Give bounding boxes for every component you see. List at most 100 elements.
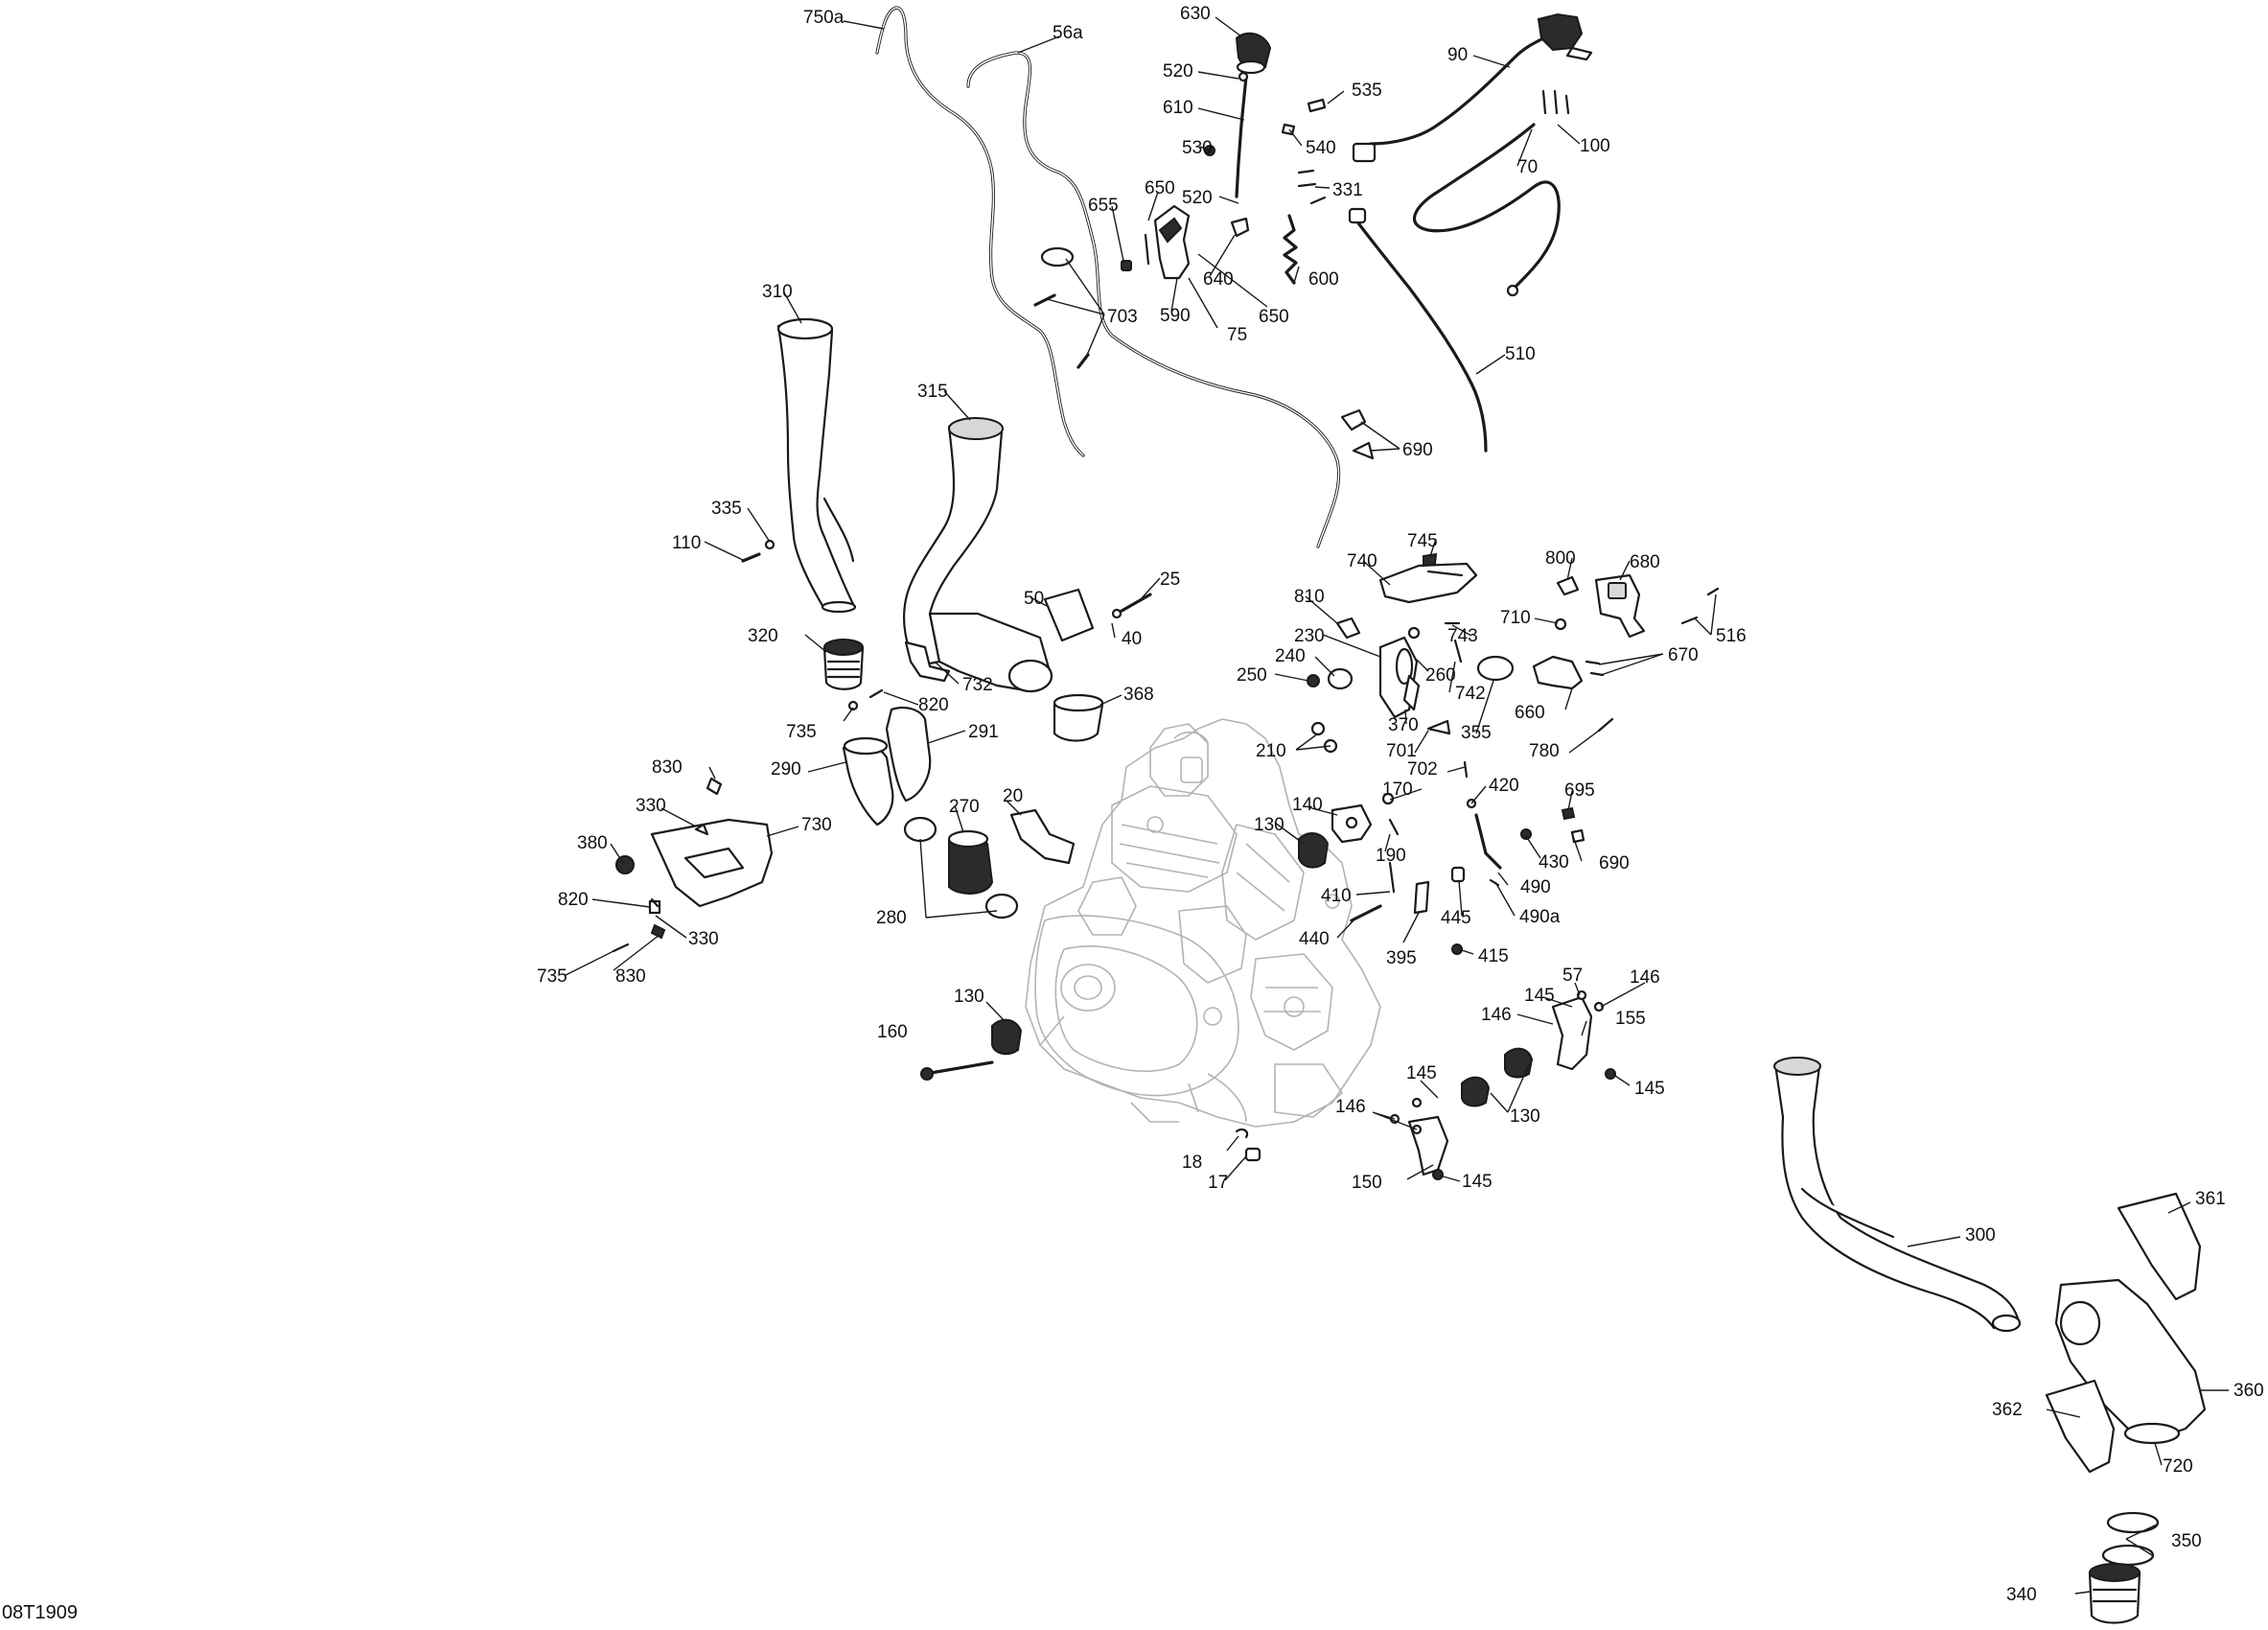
callout-690-upper: 690 <box>1402 440 1433 460</box>
callout-735-lower: 735 <box>537 966 567 987</box>
callout-750a: 750a <box>803 8 845 28</box>
callout-516: 516 <box>1716 626 1747 646</box>
callout-190: 190 <box>1376 846 1406 866</box>
callout-430: 430 <box>1539 852 1569 873</box>
callout-155: 155 <box>1615 1009 1646 1029</box>
callout-230: 230 <box>1294 626 1325 646</box>
callout-445: 445 <box>1441 908 1471 928</box>
callout-730: 730 <box>801 815 832 835</box>
callout-780: 780 <box>1529 741 1560 761</box>
callout-130-left: 130 <box>954 987 984 1007</box>
callout-50: 50 <box>1024 589 1044 609</box>
callout-540: 540 <box>1306 138 1336 158</box>
callout-360: 360 <box>2233 1381 2264 1401</box>
callout-490a: 490a <box>1519 907 1561 927</box>
callout-330-lower: 330 <box>688 929 719 949</box>
callout-145-lower: 145 <box>1462 1172 1493 1192</box>
callout-291: 291 <box>968 722 999 742</box>
callout-320: 320 <box>748 626 778 646</box>
callout-735-upper: 735 <box>786 722 817 742</box>
callout-100: 100 <box>1580 136 1610 156</box>
callout-56a: 56a <box>1053 23 1083 43</box>
callout-732: 732 <box>962 675 993 695</box>
callout-210: 210 <box>1256 741 1286 761</box>
callout-145-right: 145 <box>1634 1079 1665 1099</box>
callout-240: 240 <box>1275 646 1306 666</box>
cables-and-hoses <box>875 6 1561 548</box>
callout-18: 18 <box>1182 1153 1202 1173</box>
callout-380: 380 <box>577 833 608 853</box>
callout-590: 590 <box>1160 306 1191 326</box>
callout-75: 75 <box>1227 325 1247 345</box>
callout-415: 415 <box>1478 946 1509 966</box>
callout-680: 680 <box>1630 552 1660 572</box>
callout-130-lower: 130 <box>1510 1106 1540 1127</box>
callout-146-lower: 146 <box>1335 1097 1366 1117</box>
callout-410: 410 <box>1321 886 1352 906</box>
parts <box>612 12 2207 1624</box>
callout-535: 535 <box>1352 81 1382 101</box>
callout-810: 810 <box>1294 587 1325 607</box>
callout-110: 110 <box>672 533 701 553</box>
callout-370: 370 <box>1388 715 1419 735</box>
leader-lines <box>565 16 2229 1595</box>
callout-331: 331 <box>1332 180 1363 200</box>
callout-150: 150 <box>1352 1173 1382 1193</box>
callout-610: 610 <box>1163 98 1193 118</box>
callout-520-lower: 520 <box>1182 188 1213 208</box>
callout-830-lower: 830 <box>615 966 646 987</box>
callout-655: 655 <box>1088 196 1119 216</box>
callout-830-upper: 830 <box>652 757 683 778</box>
callout-146-right: 146 <box>1630 967 1660 988</box>
callout-695: 695 <box>1564 780 1595 801</box>
callout-355: 355 <box>1461 723 1492 743</box>
callout-146-mid: 146 <box>1481 1005 1512 1025</box>
callout-520: 520 <box>1163 61 1193 82</box>
callout-280: 280 <box>876 908 907 928</box>
callout-130-upper: 130 <box>1254 815 1284 835</box>
callout-742: 742 <box>1455 684 1486 704</box>
callout-510: 510 <box>1505 344 1536 364</box>
callout-250: 250 <box>1237 665 1267 686</box>
callout-530: 530 <box>1182 138 1213 158</box>
callout-701: 701 <box>1386 741 1417 761</box>
callout-335: 335 <box>711 499 742 519</box>
callout-362: 362 <box>1992 1400 2023 1420</box>
callout-745: 745 <box>1407 531 1438 551</box>
drawing-reference-number: 08T1909 <box>2 1602 78 1623</box>
callout-145-mid: 145 <box>1406 1063 1437 1083</box>
callout-820-lower: 820 <box>558 890 589 910</box>
callout-145-upper: 145 <box>1524 986 1555 1006</box>
callout-340: 340 <box>2006 1585 2037 1605</box>
callout-labels: 750a 56a 630 520 610 535 540 530 90 100 … <box>537 4 2264 1605</box>
callout-368: 368 <box>1123 685 1154 705</box>
callout-650-lower: 650 <box>1259 307 1289 327</box>
callout-600: 600 <box>1308 269 1339 290</box>
callout-25: 25 <box>1160 570 1180 590</box>
callout-670: 670 <box>1668 645 1699 665</box>
callout-640: 640 <box>1203 269 1234 290</box>
callout-315: 315 <box>917 382 948 402</box>
callout-350: 350 <box>2171 1531 2202 1551</box>
callout-820-upper: 820 <box>918 695 949 715</box>
callout-160: 160 <box>877 1022 908 1042</box>
callout-140: 140 <box>1292 795 1323 815</box>
callout-361: 361 <box>2195 1189 2226 1209</box>
callout-740: 740 <box>1347 551 1377 571</box>
callout-310: 310 <box>762 282 793 302</box>
callout-440: 440 <box>1299 929 1330 949</box>
callout-420: 420 <box>1489 776 1519 796</box>
callout-40: 40 <box>1122 629 1142 649</box>
callout-17: 17 <box>1208 1173 1228 1193</box>
callout-270: 270 <box>949 797 980 817</box>
engine-block-ghost <box>1025 718 1381 1128</box>
callout-170: 170 <box>1382 780 1413 800</box>
callout-20: 20 <box>1003 786 1023 806</box>
callout-703: 703 <box>1107 307 1138 327</box>
callout-260: 260 <box>1425 665 1456 686</box>
callout-70: 70 <box>1517 157 1538 177</box>
callout-660: 660 <box>1515 703 1545 723</box>
callout-743: 743 <box>1447 626 1478 646</box>
callout-650-upper: 650 <box>1145 178 1175 198</box>
